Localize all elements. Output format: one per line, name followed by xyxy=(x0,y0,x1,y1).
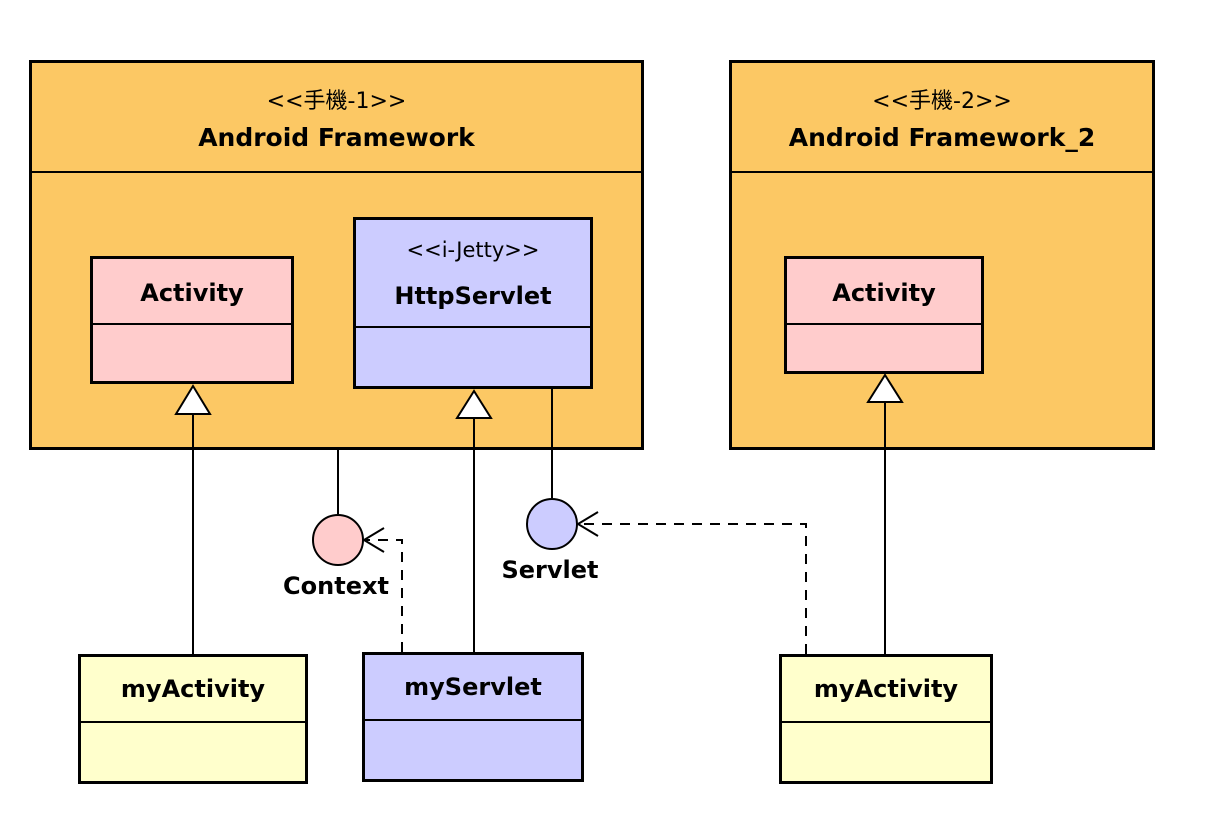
package-android-framework-2[interactable]: <<手機-2>> Android Framework_2 xyxy=(729,60,1155,450)
context-interface-label: Context xyxy=(283,572,389,600)
class-header: myActivity xyxy=(782,657,990,723)
class-header: <<i-Jetty>> HttpServlet xyxy=(356,220,590,328)
class-activity-2[interactable]: Activity xyxy=(784,256,984,374)
class-name: myServlet xyxy=(404,673,542,701)
package-stereotype: <<手機-2>> xyxy=(872,89,1012,114)
class-my-activity[interactable]: myActivity xyxy=(78,654,308,784)
servlet-interface-icon xyxy=(526,498,578,550)
package-name: Android Framework xyxy=(198,123,475,152)
class-name: Activity xyxy=(832,279,936,307)
generalization-arrowhead xyxy=(174,384,212,415)
package-stereotype: <<手機-1>> xyxy=(266,89,407,114)
class-header: myActivity xyxy=(81,657,305,723)
class-name: HttpServlet xyxy=(394,282,552,310)
class-name: myActivity xyxy=(813,675,959,703)
package-name: Android Framework_2 xyxy=(788,123,1096,152)
dependency-line xyxy=(364,539,403,652)
class-my-activity-2[interactable]: myActivity xyxy=(779,654,993,784)
class-activity[interactable]: Activity xyxy=(90,256,294,384)
dependency-line xyxy=(578,523,807,654)
class-http-servlet[interactable]: <<i-Jetty>> HttpServlet xyxy=(353,217,593,389)
class-header: myServlet xyxy=(365,655,581,721)
servlet-interface-label: Servlet xyxy=(501,556,599,584)
generalization-arrowhead xyxy=(455,389,493,419)
class-header: Activity xyxy=(93,259,291,325)
dependency-arrowhead xyxy=(362,527,385,553)
class-my-servlet[interactable]: myServlet xyxy=(362,652,584,782)
generalization-arrowhead xyxy=(866,373,904,403)
package-header: <<手機-2>> Android Framework_2 xyxy=(732,63,1152,173)
context-interface-icon xyxy=(312,514,364,566)
class-stereotype: <<i-Jetty>> xyxy=(406,238,540,262)
class-header: Activity xyxy=(787,259,981,325)
package-header: <<手機-1>> Android Framework xyxy=(32,63,641,173)
class-name: Activity xyxy=(140,279,244,307)
dependency-arrowhead xyxy=(576,511,599,537)
class-name: myActivity xyxy=(120,675,266,703)
